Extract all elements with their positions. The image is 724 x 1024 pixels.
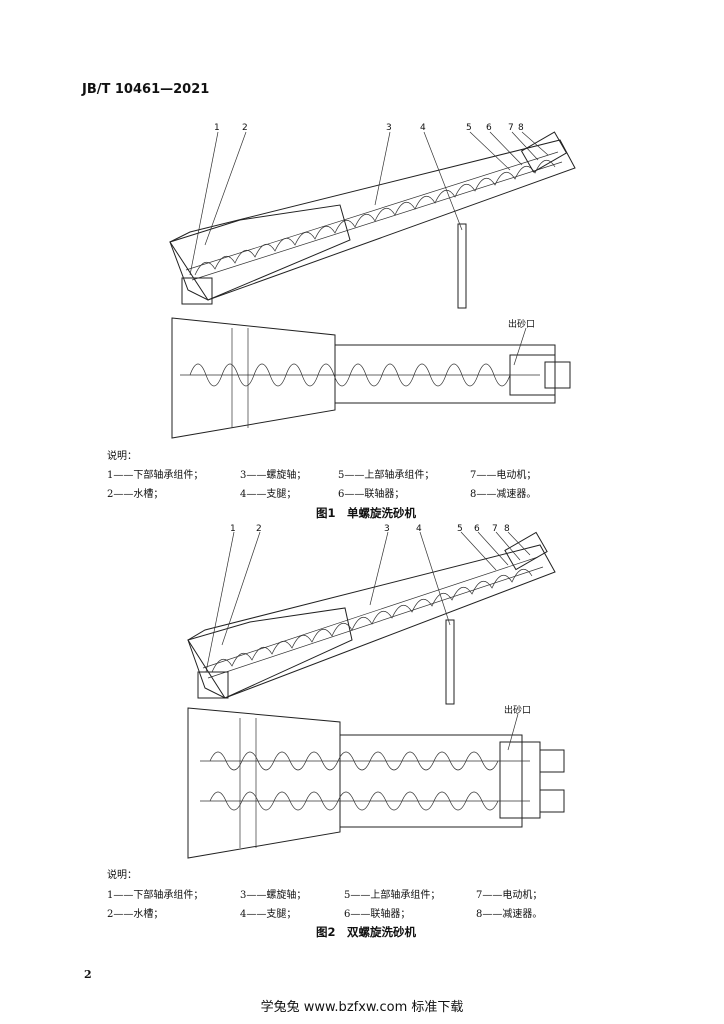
fig1-callout-7: 7 — [508, 123, 514, 133]
fig1-callout-1: 1 — [214, 123, 220, 133]
fig1-callout-2: 2 — [242, 123, 248, 133]
fig1-callout-4: 4 — [420, 123, 426, 133]
fig2-legend-1: 1——下部轴承组件； — [107, 890, 204, 901]
fig2-legend-4: 4——支腿； — [240, 909, 297, 920]
fig2-outlet-label: 出砂口 — [504, 706, 532, 716]
fig1-plan-view — [171, 317, 571, 439]
fig1-caption: 图1 单螺旋洗砂机 — [316, 506, 417, 520]
fig1-legend-3: 3——螺旋轴； — [240, 470, 307, 481]
fig2-callout-6: 6 — [474, 524, 480, 534]
fig1-callout-8: 8 — [518, 123, 524, 133]
fig1-side-view — [169, 131, 576, 309]
fig2-legend-6: 6——联轴器； — [344, 909, 411, 920]
fig1-legend-7: 7——电动机； — [470, 470, 537, 481]
footer-watermark: 学兔兔 www.bzfxw.com 标准下载 — [260, 1000, 464, 1015]
fig1-outlet-label: 出砂口 — [508, 320, 536, 330]
fig2-legend-2: 2——水槽； — [107, 909, 164, 920]
fig2-legend-5: 5——上部轴承组件； — [344, 890, 441, 901]
fig2-callout-7: 7 — [492, 524, 498, 534]
fig2-legend-7: 7——电动机； — [476, 890, 543, 901]
fig1-callout-3: 3 — [386, 123, 392, 133]
fig2-legend-3: 3——螺旋轴； — [240, 890, 307, 901]
fig1-callout-5: 5 — [466, 123, 472, 133]
fig2-callout-5: 5 — [457, 524, 463, 534]
fig2-callout-1: 1 — [230, 524, 236, 534]
fig1-legend-2: 2——水槽； — [107, 489, 164, 500]
fig1-legend-8: 8——减速器。 — [470, 489, 537, 500]
fig1-callout-6: 6 — [486, 123, 492, 133]
fig2-side-view — [187, 531, 556, 705]
fig2-callout-2: 2 — [256, 524, 262, 534]
fig1-legend-6: 6——联轴器； — [338, 489, 405, 500]
fig2-callout-8: 8 — [504, 524, 510, 534]
fig1-legend-4: 4——支腿； — [240, 489, 297, 500]
page-number: 2 — [84, 968, 92, 981]
fig1-legend-1: 1——下部轴承组件； — [107, 470, 204, 481]
fig2-caption: 图2 双螺旋洗砂机 — [316, 925, 417, 939]
fig2-callout-3: 3 — [384, 524, 390, 534]
fig2-legend-8: 8——减速器。 — [476, 909, 543, 920]
standard-number: JB/T 10461—2021 — [82, 82, 210, 97]
fig2-callout-4: 4 — [416, 524, 422, 534]
fig2-legend-title: 说明： — [107, 870, 137, 881]
fig2-plan-view — [187, 707, 565, 859]
fig1-legend-title: 说明： — [107, 451, 137, 462]
fig1-legend-5: 5——上部轴承组件； — [338, 470, 435, 481]
